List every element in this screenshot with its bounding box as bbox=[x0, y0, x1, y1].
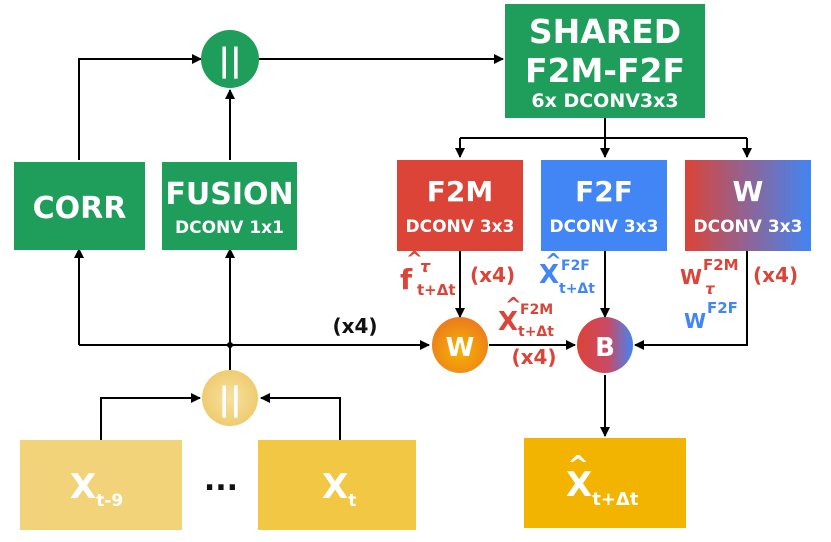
shared-title: SHARED bbox=[529, 12, 681, 51]
fusion-title: FUSION bbox=[165, 177, 293, 212]
output-hat: ^ bbox=[567, 451, 589, 481]
w-box bbox=[685, 160, 811, 251]
connection-lines bbox=[74, 54, 752, 440]
label-f-hat-sub: t+Δt bbox=[417, 281, 456, 299]
label-w-f2m-base: W bbox=[680, 265, 702, 289]
label-x4-warp: (x4) bbox=[511, 345, 556, 369]
junction-dot bbox=[227, 342, 233, 348]
f2f-title: F2F bbox=[575, 175, 633, 208]
concat-icon bbox=[201, 30, 259, 88]
f2f-sub: DCONV 3x3 bbox=[550, 217, 659, 237]
warp-node: W bbox=[432, 317, 488, 373]
f2m-box bbox=[397, 160, 523, 251]
label-f-hat: ^ f τ t+Δt bbox=[400, 247, 456, 299]
input-x-t: Xt bbox=[258, 440, 416, 530]
input-x-t9: Xt-9 bbox=[20, 440, 182, 530]
shared-title2: F2M-F2F bbox=[525, 51, 685, 90]
input-x-t-base: X bbox=[322, 467, 348, 507]
label-x-hat-f2m-hat: ^ bbox=[505, 293, 522, 317]
label-x4-w: (x4) bbox=[753, 263, 798, 287]
f2m-title: F2M bbox=[427, 175, 493, 208]
label-w-f2m-sup: F2M bbox=[703, 256, 739, 274]
label-x-hat-f2f: ^ X F2F t+Δt bbox=[539, 249, 595, 297]
label-x-hat-f2m-sup: F2M bbox=[520, 302, 553, 318]
shared-block: SHARED F2M-F2F 6x DCONV3x3 bbox=[505, 4, 705, 118]
fusion-block: FUSION DCONV 1x1 bbox=[162, 162, 297, 250]
input-x-t-box bbox=[258, 440, 416, 530]
w-sub: DCONV 3x3 bbox=[694, 217, 803, 237]
label-x-hat-f2m-base: X bbox=[498, 307, 518, 337]
input-x-t9-label: Xt-9 bbox=[70, 467, 123, 511]
label-x4-main: (x4) bbox=[332, 314, 377, 338]
input-x-t-label: Xt bbox=[322, 467, 356, 511]
input-x-t9-base: X bbox=[70, 467, 96, 507]
concat-bottom-node: || bbox=[202, 370, 258, 426]
output-block: ^ Xt+Δt bbox=[524, 438, 686, 528]
label-x-hat-f2f-sup: F2F bbox=[561, 258, 590, 274]
concat-icon bbox=[202, 370, 258, 426]
corr-block: CORR bbox=[14, 162, 145, 250]
warp-label: W bbox=[446, 333, 475, 363]
shared-box bbox=[505, 4, 705, 118]
concat-top-node: || bbox=[201, 30, 259, 88]
label-f-hat-sup: τ bbox=[420, 257, 431, 276]
f2m-sub: DCONV 3x3 bbox=[406, 217, 515, 237]
ellipsis: ... bbox=[204, 463, 238, 498]
input-x-t9-box bbox=[20, 440, 182, 530]
arrow-corr-to-concat bbox=[78, 54, 202, 160]
f2f-block: F2F DCONV 3x3 bbox=[541, 160, 667, 251]
output-sub: t+Δt bbox=[592, 489, 639, 510]
arrow-xt-to-concat bbox=[260, 393, 341, 440]
label-x-hat-f2f-sub: t+Δt bbox=[559, 281, 595, 297]
label-f-hat-hat: ^ bbox=[406, 247, 423, 271]
label-x4-f2m: (x4) bbox=[470, 263, 515, 287]
output-base: X bbox=[566, 465, 592, 505]
arrow-w-to-blend bbox=[634, 250, 748, 350]
concat-top-label: || bbox=[218, 41, 241, 80]
label-w-f2m: W F2M τ bbox=[680, 256, 739, 298]
input-x-t-sub: t bbox=[348, 491, 356, 511]
label-x-hat-f2m-sub: t+Δt bbox=[518, 324, 554, 340]
warp-circle-icon bbox=[432, 317, 488, 373]
output-label: Xt+Δt bbox=[566, 465, 639, 510]
label-w-f2f: W F2F bbox=[684, 299, 738, 333]
blend-label: B bbox=[595, 333, 615, 363]
label-w-f2f-sup: F2F bbox=[707, 299, 738, 317]
fusion-sub: DCONV 1x1 bbox=[175, 218, 284, 238]
label-x-hat-f2m: ^ X F2M t+Δt bbox=[498, 293, 554, 340]
output-box bbox=[524, 438, 686, 528]
blend-node: B bbox=[577, 317, 633, 373]
f2m-block: F2M DCONV 3x3 bbox=[397, 160, 523, 251]
label-x-hat-f2f-base: X bbox=[539, 260, 559, 290]
corr-title: CORR bbox=[33, 191, 127, 226]
concat-bottom-label: || bbox=[218, 380, 241, 419]
w-title: W bbox=[733, 175, 764, 208]
w-block: W DCONV 3x3 bbox=[685, 160, 811, 251]
arrow-xt9-to-concat bbox=[100, 393, 201, 440]
label-f-hat-base: f bbox=[400, 263, 413, 296]
label-w-f2m-sub: τ bbox=[705, 280, 715, 298]
corr-box bbox=[14, 162, 145, 250]
label-w-f2f-base: W bbox=[684, 309, 706, 333]
label-x-hat-f2f-hat: ^ bbox=[545, 249, 562, 273]
fusion-box bbox=[162, 162, 297, 250]
f2f-box bbox=[541, 160, 667, 251]
input-x-t9-sub: t-9 bbox=[96, 491, 123, 511]
shared-sub: 6x DCONV3x3 bbox=[531, 90, 678, 112]
blend-circle-icon bbox=[577, 317, 633, 373]
